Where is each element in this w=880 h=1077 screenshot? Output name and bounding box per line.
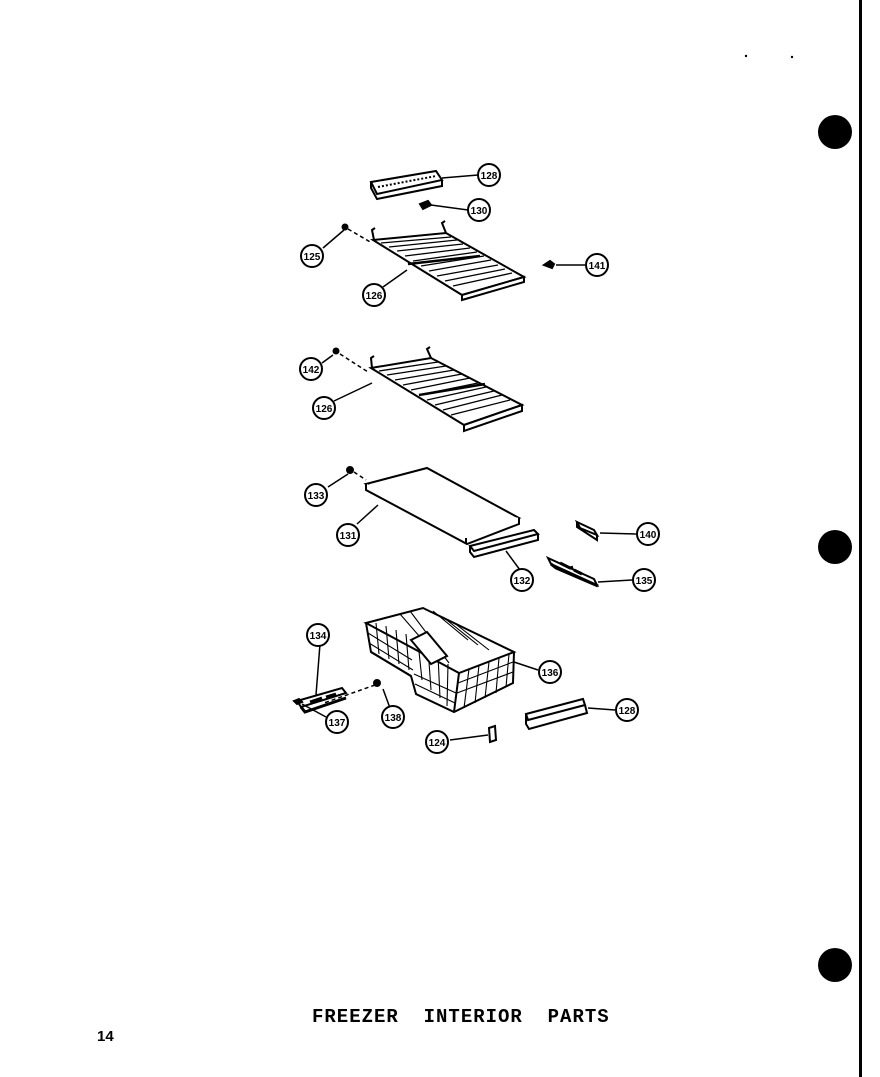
clip-141 <box>541 259 556 270</box>
wire-shelf-upper <box>369 220 527 302</box>
svg-text:140: 140 <box>640 530 657 541</box>
callout-138: 138 <box>381 705 405 729</box>
svg-text:131: 131 <box>340 531 357 542</box>
callout-135: 135 <box>632 568 656 592</box>
wire-shelf-lower <box>368 346 525 433</box>
trim-strip-bottom <box>524 697 589 731</box>
bracket-140 <box>574 519 600 542</box>
callout-126-upper: 126 <box>362 283 386 307</box>
solid-shelf-131 <box>363 466 522 546</box>
svg-text:130: 130 <box>471 206 488 217</box>
shelf-front-trim-132 <box>468 528 540 559</box>
slide-rail-134 <box>295 686 348 714</box>
svg-text:132: 132 <box>514 576 531 587</box>
svg-text:128: 128 <box>481 171 498 182</box>
callout-136: 136 <box>538 660 562 684</box>
callout-128-bottom: 128 <box>615 698 639 722</box>
callout-140: 140 <box>636 522 660 546</box>
screw-142 <box>332 347 369 373</box>
page-number: 14 <box>97 1028 114 1045</box>
svg-text:125: 125 <box>304 252 321 263</box>
svg-text:137: 137 <box>329 718 346 729</box>
callout-137: 137 <box>325 710 349 734</box>
print-speck <box>790 55 794 59</box>
svg-text:134: 134 <box>310 631 327 642</box>
wire-basket-136 <box>363 606 517 714</box>
slide-rail-135 <box>545 555 600 588</box>
screw-125 <box>341 223 373 244</box>
callout-128-top: 128 <box>477 163 501 187</box>
svg-text:124: 124 <box>429 738 446 749</box>
callout-133: 133 <box>304 483 328 507</box>
svg-text:126: 126 <box>316 404 333 415</box>
screw-133 <box>346 466 367 481</box>
callout-130: 130 <box>467 198 491 222</box>
callout-142: 142 <box>299 357 323 381</box>
svg-text:136: 136 <box>542 668 559 679</box>
clip-124 <box>487 724 498 744</box>
svg-text:128: 128 <box>619 706 636 717</box>
svg-text:133: 133 <box>308 491 325 502</box>
callout-126-lower: 126 <box>312 396 336 420</box>
page-edge <box>859 0 862 1077</box>
callout-124: 124 <box>425 730 449 754</box>
binder-hole-top <box>818 115 852 149</box>
svg-text:135: 135 <box>636 576 653 587</box>
svg-text:126: 126 <box>366 291 383 302</box>
callout-141: 141 <box>585 253 609 277</box>
svg-text:138: 138 <box>385 713 402 724</box>
screw-138 <box>323 679 381 704</box>
callout-132: 132 <box>510 568 534 592</box>
svg-text:141: 141 <box>589 261 606 272</box>
callout-131: 131 <box>336 523 360 547</box>
binder-hole-middle <box>818 530 852 564</box>
binder-hole-bottom <box>818 948 852 982</box>
leader-lines <box>301 174 638 741</box>
screw-137 <box>292 697 304 706</box>
svg-text:142: 142 <box>303 365 320 376</box>
diagram-caption: FREEZER INTERIOR PARTS <box>312 1006 610 1028</box>
trim-strip-top <box>369 169 444 201</box>
callout-125: 125 <box>300 244 324 268</box>
callout-134: 134 <box>306 623 330 647</box>
clip-130 <box>418 199 433 211</box>
print-speck <box>744 54 748 58</box>
